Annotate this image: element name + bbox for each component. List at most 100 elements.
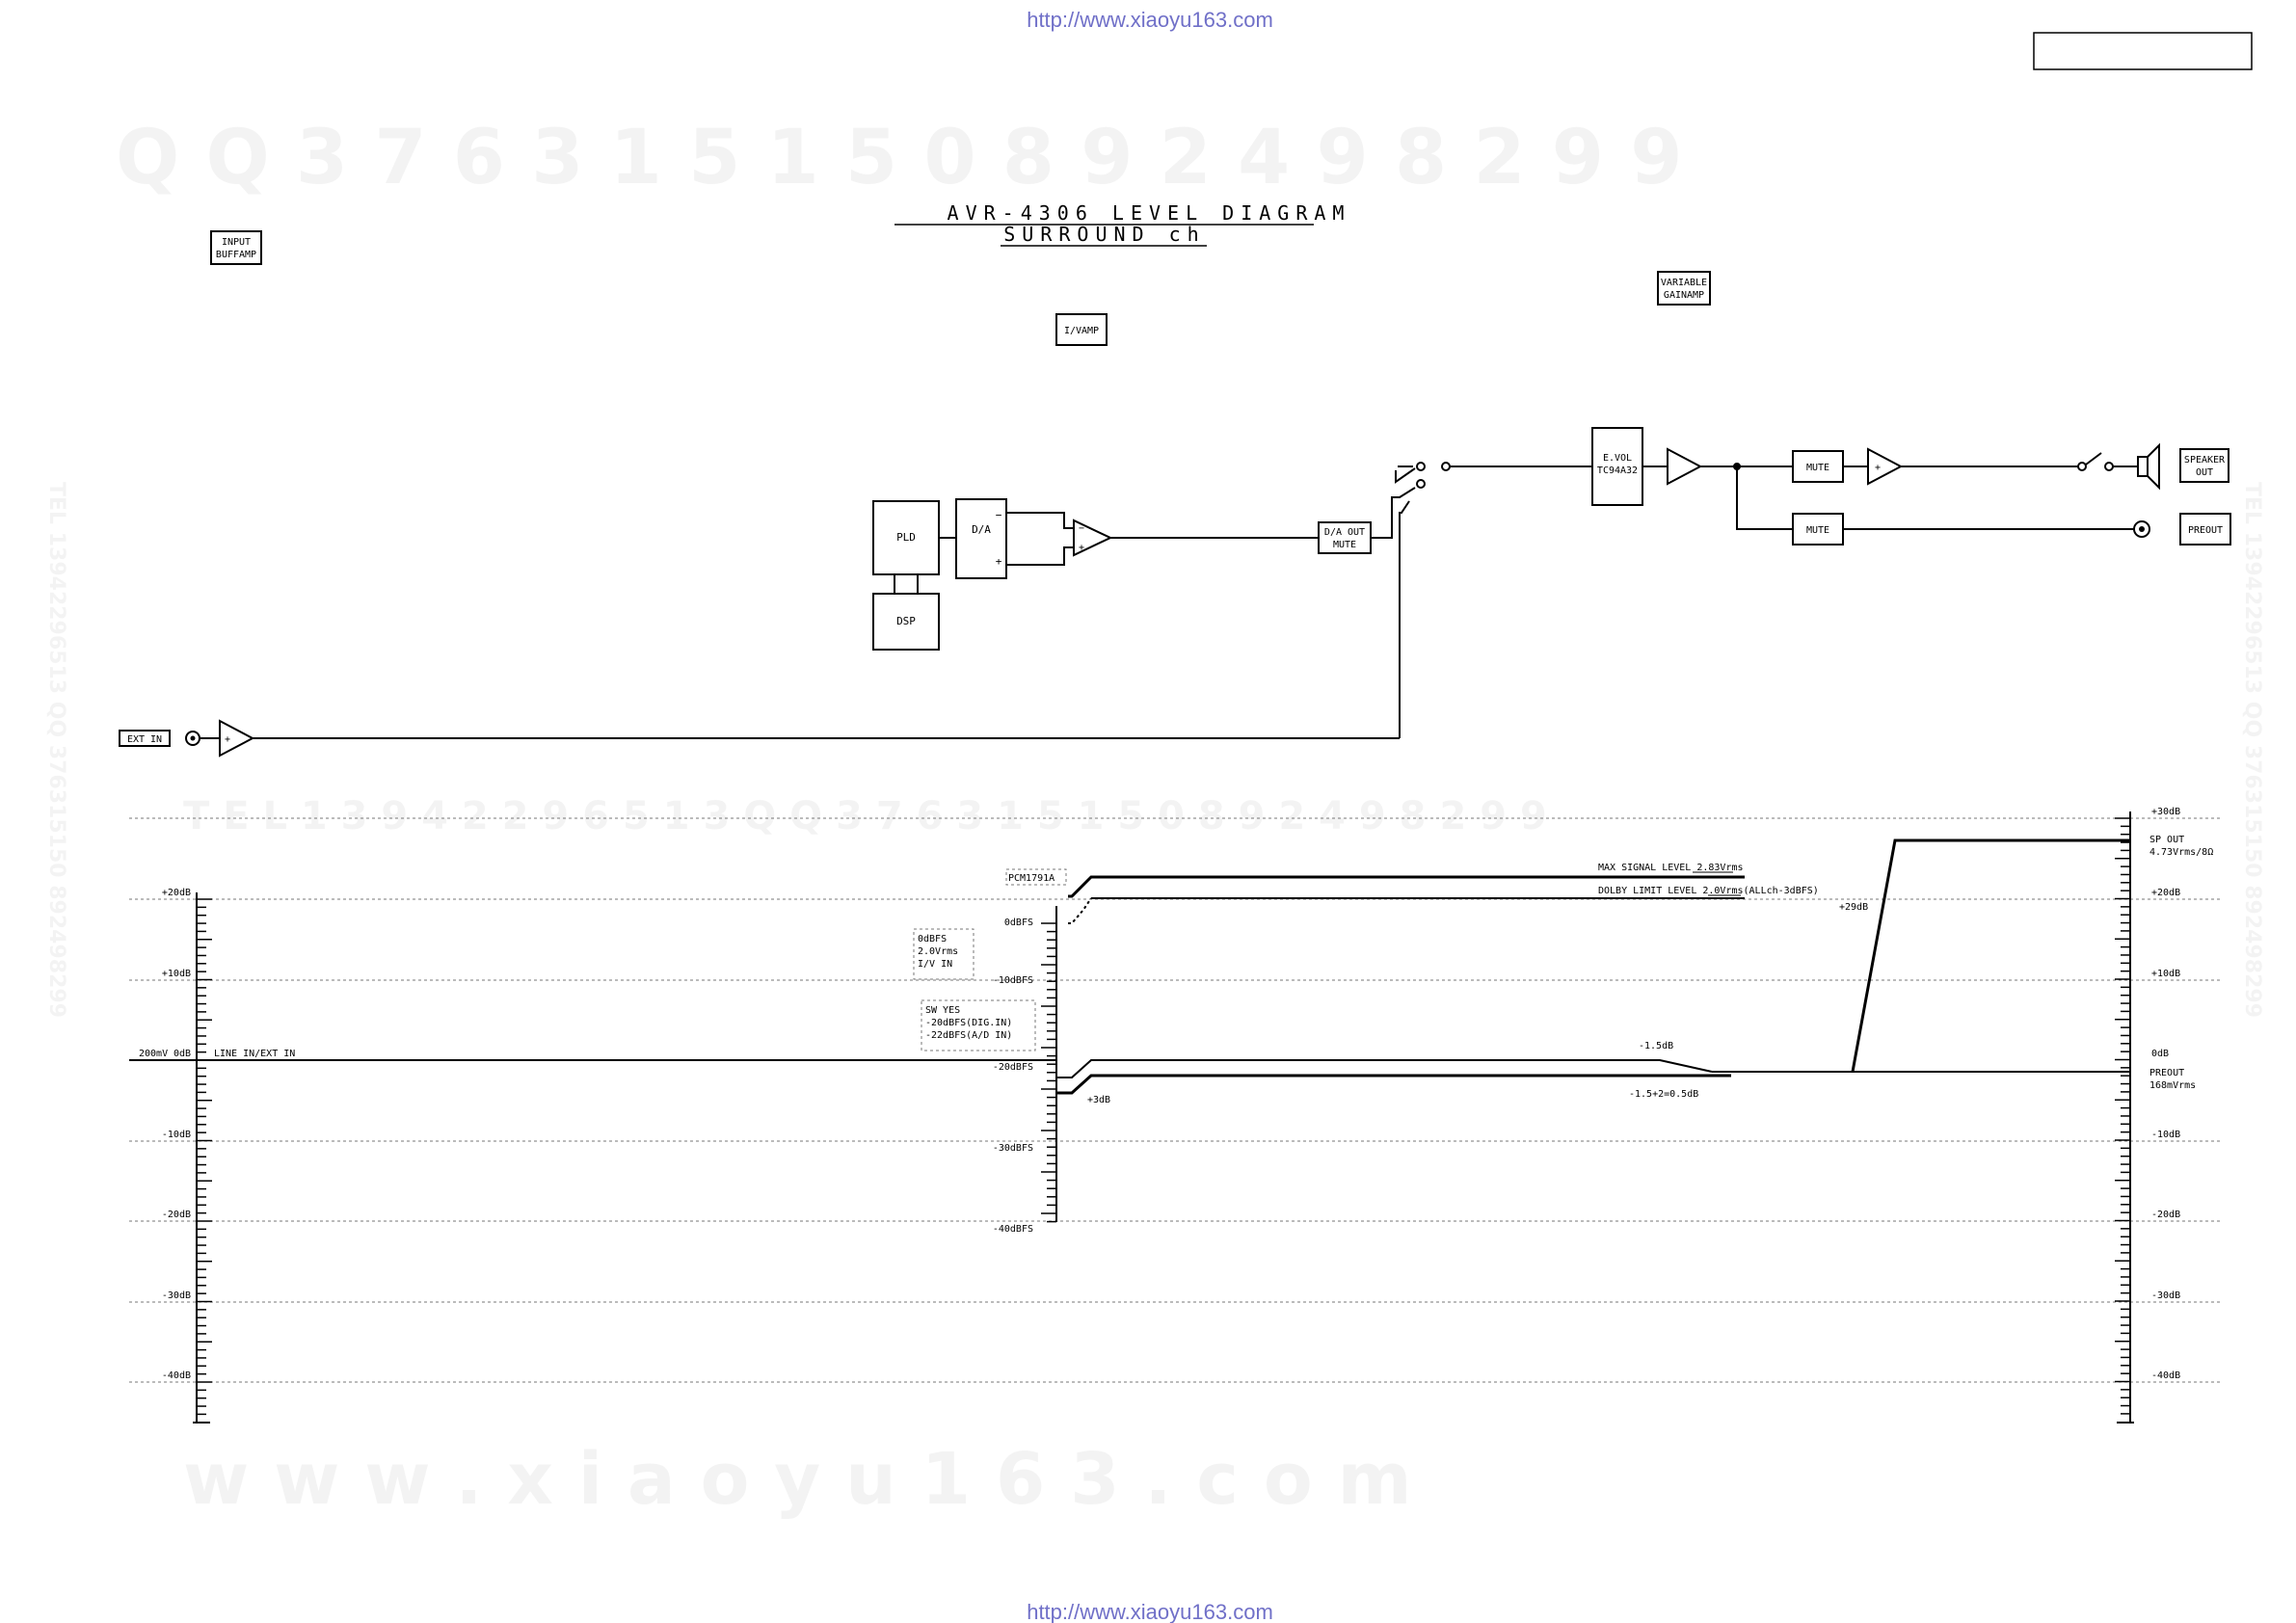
selector-contact-1 bbox=[1416, 479, 1426, 489]
ext-in-label: EXT IN bbox=[127, 734, 162, 745]
dbfs-scale-0: 0dBFS bbox=[1004, 918, 1033, 928]
evol-label-1: E.VOL bbox=[1603, 453, 1632, 464]
note-sw-line-3: -22dBFS(A/D IN) bbox=[925, 1030, 1012, 1041]
preout-jack-center-icon bbox=[2139, 526, 2145, 532]
note-0dbfs-line-3: I/V IN bbox=[918, 959, 952, 970]
plus29db-label: +29dB bbox=[1839, 902, 1868, 913]
plus3db-label: +3dB bbox=[1087, 1095, 1110, 1105]
input-buffamp-label-2: BUFFAMP bbox=[216, 250, 256, 260]
preout-label: PREOUT bbox=[2188, 525, 2223, 536]
ad-in-trace bbox=[1056, 1074, 1731, 1095]
right-scale-plus30: +30dB bbox=[2151, 807, 2180, 817]
input-buffamp-symbol bbox=[219, 719, 255, 758]
speaker-icon-cone bbox=[2147, 442, 2160, 491]
speaker-icon-body bbox=[2137, 456, 2149, 477]
url-top[interactable]: http://www.xiaoyu163.com bbox=[1027, 8, 1273, 32]
mute-label-speaker: MUTE bbox=[1806, 463, 1829, 473]
diagram-subtitle: SURROUND ch bbox=[1003, 223, 1205, 246]
mute-block-speaker bbox=[1792, 450, 1844, 483]
da-plus: + bbox=[996, 555, 1002, 568]
relay-lever bbox=[2085, 452, 2102, 466]
left-scale-minus40: -40dB bbox=[162, 1370, 191, 1381]
dsp-label: DSP bbox=[896, 615, 916, 627]
max-signal-trace bbox=[1068, 875, 1745, 898]
left-scale-plus20: +20dB bbox=[162, 888, 191, 898]
evol-label-2: TC94A32 bbox=[1597, 466, 1638, 476]
ext-in-box bbox=[119, 730, 171, 747]
page-number-box bbox=[2033, 32, 2253, 70]
right-scale-plus10: +10dB bbox=[2151, 969, 2180, 979]
right-scale-minus40: -40dB bbox=[2151, 1370, 2180, 1381]
ext-in-jack-center-icon bbox=[190, 735, 196, 741]
da-out-mute-label-1: D/A OUT bbox=[1324, 527, 1365, 538]
right-scale-0: 0dB bbox=[2151, 1049, 2169, 1059]
sp-out-ramp bbox=[1851, 838, 2130, 1073]
dolby-limit-label: DOLBY LIMIT LEVEL 2.0Vrms(ALLch-3dBFS) bbox=[1598, 886, 1819, 896]
right-scale-minus30: -30dB bbox=[2151, 1290, 2180, 1301]
left-scale-plus10: +10dB bbox=[162, 969, 191, 979]
relay-contact-1 bbox=[2077, 462, 2087, 471]
ext-to-selector bbox=[1399, 500, 1410, 738]
da-plus-wire bbox=[1006, 546, 1074, 566]
dbfs-scale-minus30: -30dBFS bbox=[993, 1143, 1033, 1154]
dbfs-scale-minus20: -20dBFS bbox=[993, 1062, 1033, 1073]
variable-gainamp-label-1: VARIABLE bbox=[1661, 278, 1707, 288]
pld-block bbox=[872, 500, 940, 575]
da-minus-wire bbox=[1006, 512, 1074, 529]
da-out-mute-block bbox=[1318, 521, 1372, 554]
level-chart: +20dB +10dB 0dB 200mV -10dB -20dB -30dB … bbox=[129, 807, 2221, 1423]
watermark-qq: Q Q 3 7 6 3 1 5 1 5 0 8 9 2 4 9 8 2 9 9 bbox=[116, 115, 1682, 201]
preout-level-label-1: PREOUT bbox=[2149, 1068, 2184, 1078]
power-amp-symbol bbox=[1867, 447, 1904, 486]
dolby-limit-trace-dotted bbox=[1068, 897, 1092, 924]
note-0dbfs-box bbox=[913, 928, 974, 980]
left-scale-ref: 200mV bbox=[139, 1049, 168, 1059]
note-sw-line-2: -20dBFS(DIG.IN) bbox=[925, 1018, 1012, 1028]
variable-gainamp-box bbox=[1657, 271, 1711, 306]
watermark-web: w w w . x i a o y u 1 6 3 . c o m bbox=[183, 1438, 1412, 1521]
da-out-mute-label-2: MUTE bbox=[1333, 540, 1356, 550]
mute-block-preout bbox=[1792, 513, 1844, 545]
opamp-minus: − bbox=[1079, 523, 1084, 534]
preout-level-label-2: 168mVrms bbox=[2149, 1080, 2196, 1091]
note-0dbfs-line-2: 2.0Vrms bbox=[918, 946, 958, 957]
max-signal-label: MAX SIGNAL LEVEL 2.83Vrms bbox=[1598, 863, 1744, 873]
ivamp-opamp-symbol bbox=[1073, 519, 1113, 557]
preout-branch-wire bbox=[1736, 466, 1793, 530]
variable-gainamp-label-2: GAINAMP bbox=[1664, 290, 1704, 301]
gainamp-symbol bbox=[1667, 447, 1703, 486]
ivamp-box bbox=[1055, 313, 1108, 346]
selector-contact-3 bbox=[1441, 462, 1451, 471]
left-scale-minus30: -30dB bbox=[162, 1290, 191, 1301]
pld-label: PLD bbox=[896, 531, 916, 544]
note-sw-line-1: SW YES bbox=[925, 1005, 960, 1016]
sp-out-label-1: SP OUT bbox=[2149, 835, 2184, 845]
left-scale-minus10: -10dB bbox=[162, 1130, 191, 1140]
opamp-plus: + bbox=[1079, 543, 1084, 553]
right-scale-minus10: -10dB bbox=[2151, 1130, 2180, 1140]
dsp-block bbox=[872, 593, 940, 651]
right-scale-plus20: +20dB bbox=[2151, 888, 2180, 898]
relay-contact-2 bbox=[2104, 462, 2114, 471]
input-buffamp-box bbox=[210, 230, 262, 265]
url-bottom[interactable]: http://www.xiaoyu163.com bbox=[1027, 1600, 1273, 1623]
da-minus: − bbox=[996, 509, 1002, 521]
line-in-label: LINE IN/EXT IN bbox=[214, 1049, 295, 1059]
speaker-out-label-2: OUT bbox=[2196, 467, 2213, 478]
input-buffamp-label-1: INPUT bbox=[222, 237, 251, 248]
pcm1791a-box bbox=[1005, 868, 1067, 886]
minus15-plus2-label: -1.5+2=0.5dB bbox=[1629, 1089, 1698, 1100]
speaker-out-label-1: SPEAKER bbox=[2184, 455, 2226, 466]
preout-box bbox=[2179, 513, 2231, 545]
axis-ticks bbox=[197, 817, 2130, 1416]
dig-in-trace bbox=[1056, 1059, 1713, 1078]
note-0dbfs-line-1: 0dBFS bbox=[918, 934, 947, 945]
watermark-side-left: TEL 13942296513 QQ 376315150 892498299 bbox=[44, 482, 68, 1018]
right-scale-minus20: -20dB bbox=[2151, 1210, 2180, 1220]
da-block bbox=[955, 498, 1007, 579]
left-scale-minus20: -20dB bbox=[162, 1210, 191, 1220]
dbfs-scale-minus10: -10dBFS bbox=[993, 975, 1033, 986]
minus15db-label: -1.5dB bbox=[1639, 1041, 1673, 1051]
selector-stub bbox=[1395, 467, 1416, 484]
